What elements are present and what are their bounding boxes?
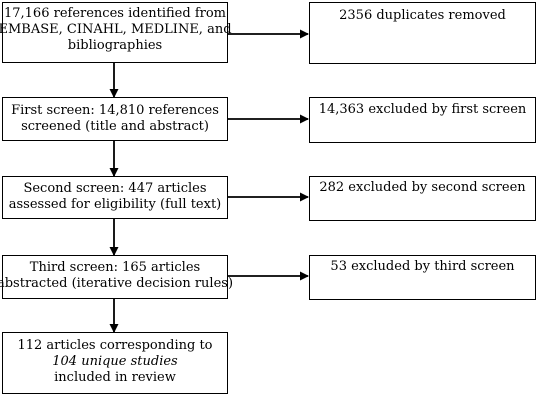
third-excluded-box: 53 excluded by third screen: [309, 255, 536, 300]
second-screen-line-2: assessed for eligibility (full text): [8, 197, 222, 212]
second-excluded-line-1: 282 excluded by second screen: [319, 180, 526, 195]
identified-line-2: EMBASE, CINAHL, MEDLINE, and: [0, 22, 232, 37]
second-screen-line-1: Second screen: 447 articles: [23, 181, 207, 196]
first-screen-box: First screen: 14,810 references screened…: [2, 97, 228, 141]
first-screen-line-1: First screen: 14,810 references: [11, 103, 219, 118]
third-screen-line-2: abstracted (iterative decision rules): [0, 276, 234, 291]
third-excluded-line-1: 53 excluded by third screen: [330, 259, 515, 274]
first-screen-line-2: screened (title and abstract): [21, 119, 209, 134]
duplicates-box: 2356 duplicates removed: [309, 2, 536, 64]
first-excluded-line-1: 14,363 excluded by first screen: [318, 102, 527, 117]
first-excluded-box: 14,363 excluded by first screen: [309, 97, 536, 143]
included-line-2: 104 unique studies: [52, 354, 178, 369]
identified-line-1: 17,166 references identified from: [3, 6, 226, 21]
included-box: 112 articles corresponding to 104 unique…: [2, 332, 228, 394]
second-screen-box: Second screen: 447 articles assessed for…: [2, 176, 228, 219]
identified-line-3: bibliographies: [67, 38, 163, 53]
included-line-3: included in review: [54, 370, 176, 385]
third-screen-box: Third screen: 165 articles abstracted (i…: [0, 255, 233, 299]
identified-box: 17,166 references identified from EMBASE…: [0, 2, 232, 63]
duplicates-line-1: 2356 duplicates removed: [339, 8, 506, 23]
second-excluded-box: 282 excluded by second screen: [309, 176, 536, 221]
included-line-1: 112 articles corresponding to: [17, 338, 213, 353]
third-screen-line-1: Third screen: 165 articles: [29, 260, 201, 275]
